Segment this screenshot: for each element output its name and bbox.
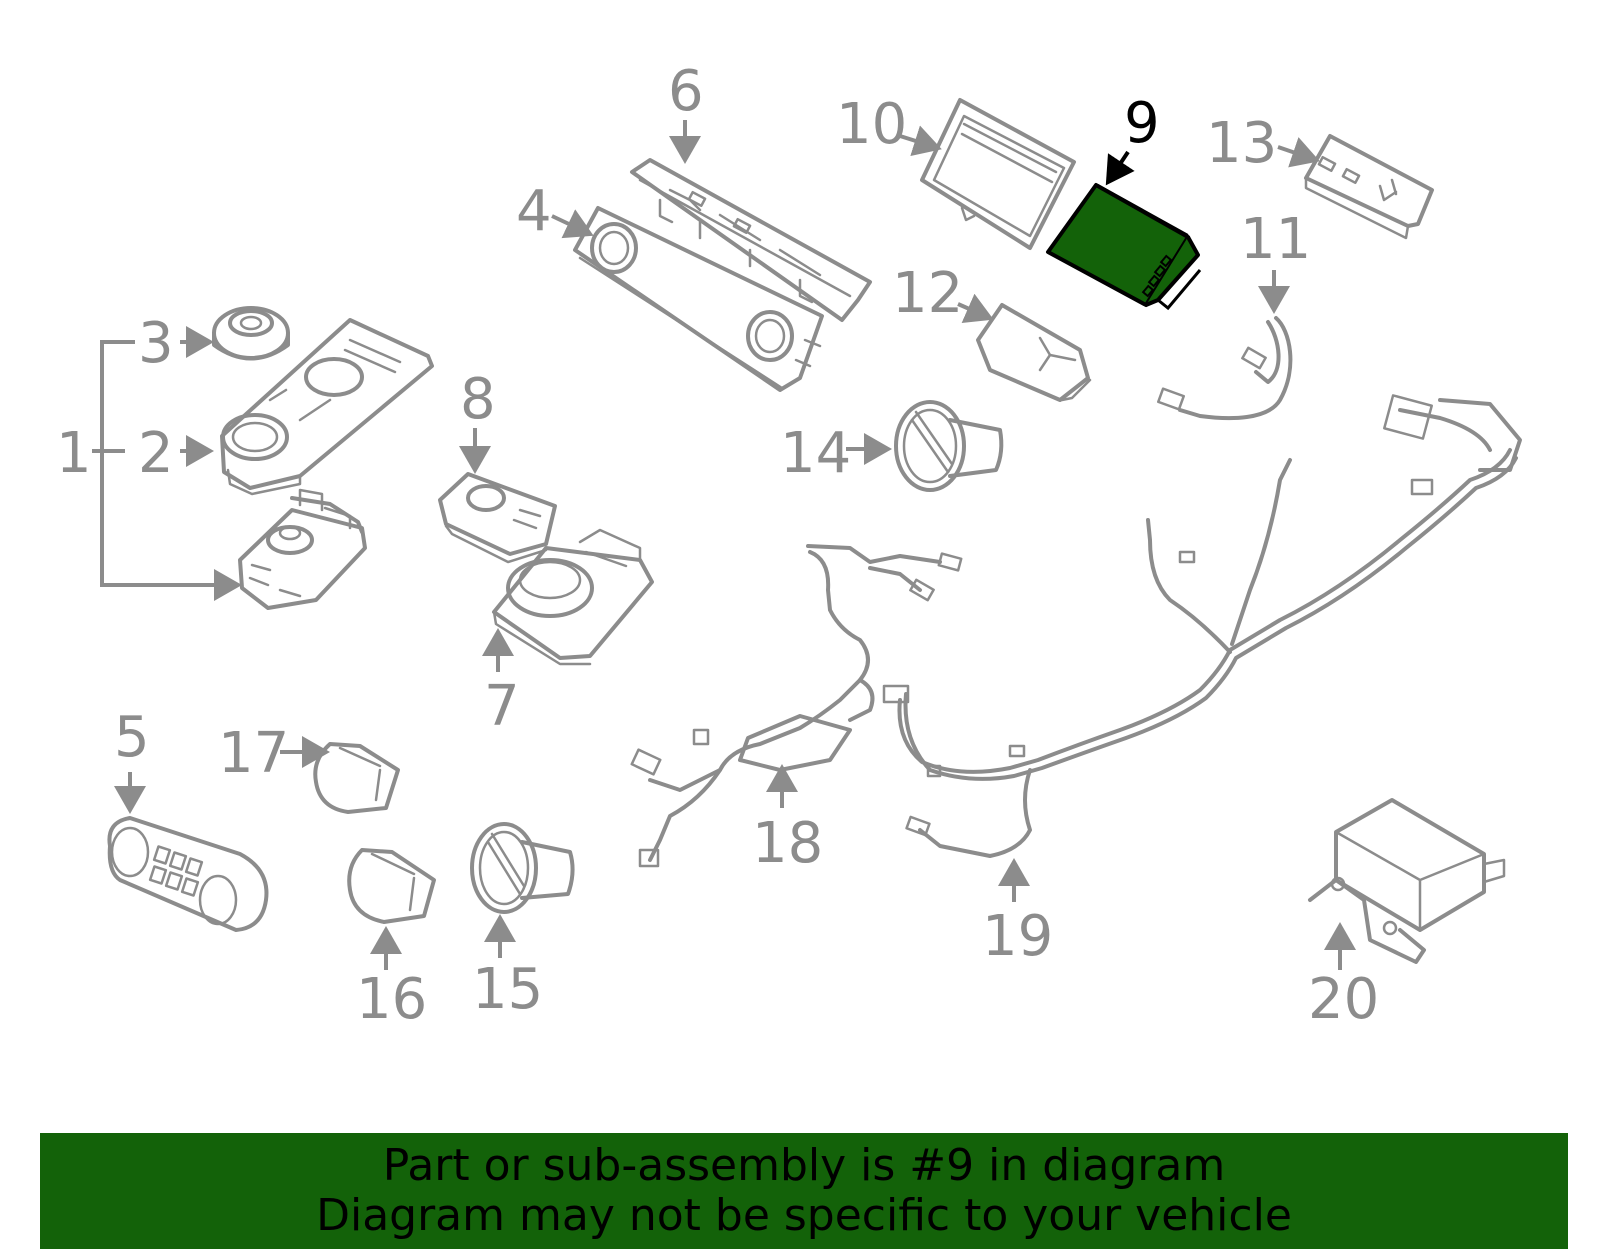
- callout-17: 17: [218, 721, 289, 786]
- callout-8: 8: [460, 367, 496, 432]
- part-18-harness[interactable]: [630, 544, 963, 868]
- part-3-cap[interactable]: [212, 306, 290, 361]
- callout-13: 13: [1206, 111, 1277, 176]
- callout-10: 10: [836, 92, 907, 157]
- part-2-console-bezel[interactable]: [220, 318, 434, 496]
- callout-11: 11: [1240, 207, 1311, 272]
- part-12-sensor[interactable]: [976, 303, 1092, 402]
- part-14-knob[interactable]: [894, 400, 1004, 492]
- part-15-knob[interactable]: [470, 822, 575, 914]
- part-10-display-frame[interactable]: [920, 98, 1076, 250]
- callout-3: 3: [138, 311, 174, 376]
- callout-1: 1: [56, 421, 92, 486]
- part-19-main-harness[interactable]: [882, 394, 1522, 858]
- part-16-switch[interactable]: [347, 848, 436, 924]
- part-8-control-pad[interactable]: [438, 472, 557, 564]
- callout-20: 20: [1308, 967, 1379, 1032]
- callout-4: 4: [516, 179, 552, 244]
- callout-18: 18: [752, 811, 823, 876]
- callout-2: 2: [138, 421, 174, 486]
- part-7-controller[interactable]: [492, 528, 654, 666]
- callout-12: 12: [892, 261, 963, 326]
- callout-5: 5: [114, 705, 150, 770]
- part-20-control-module[interactable]: [1308, 798, 1506, 964]
- part-1-shifter-module[interactable]: [238, 488, 367, 610]
- part-5-climate-panel[interactable]: [107, 816, 269, 932]
- part-17-switch[interactable]: [313, 742, 400, 814]
- callout-15: 15: [472, 957, 543, 1022]
- callout-9: 9: [1124, 91, 1160, 156]
- part-1-bracket: [92, 340, 242, 601]
- info-banner: Part or sub-assembly is #9 in diagram Di…: [40, 1133, 1568, 1249]
- callout-16: 16: [356, 967, 427, 1032]
- callout-7: 7: [484, 674, 520, 739]
- part-9-module[interactable]: [1046, 183, 1202, 311]
- part-13-connector-module[interactable]: [1304, 134, 1434, 240]
- part-6-bracket[interactable]: [630, 158, 872, 322]
- callout-19: 19: [982, 904, 1053, 969]
- leader-lines: [114, 120, 1356, 970]
- callout-6: 6: [668, 59, 704, 124]
- part-11-wire-harness[interactable]: [1157, 316, 1293, 421]
- banner-line-2: Diagram may not be specific to your vehi…: [316, 1190, 1292, 1241]
- part-4-vent-panel[interactable]: [573, 206, 824, 392]
- callout-14: 14: [780, 421, 851, 486]
- banner-line-1: Part or sub-assembly is #9 in diagram: [382, 1140, 1226, 1191]
- callout-labels: 1 2 3 4 5 6 7 8 9 10 11 12 13 14 15 16 1…: [56, 59, 1379, 1032]
